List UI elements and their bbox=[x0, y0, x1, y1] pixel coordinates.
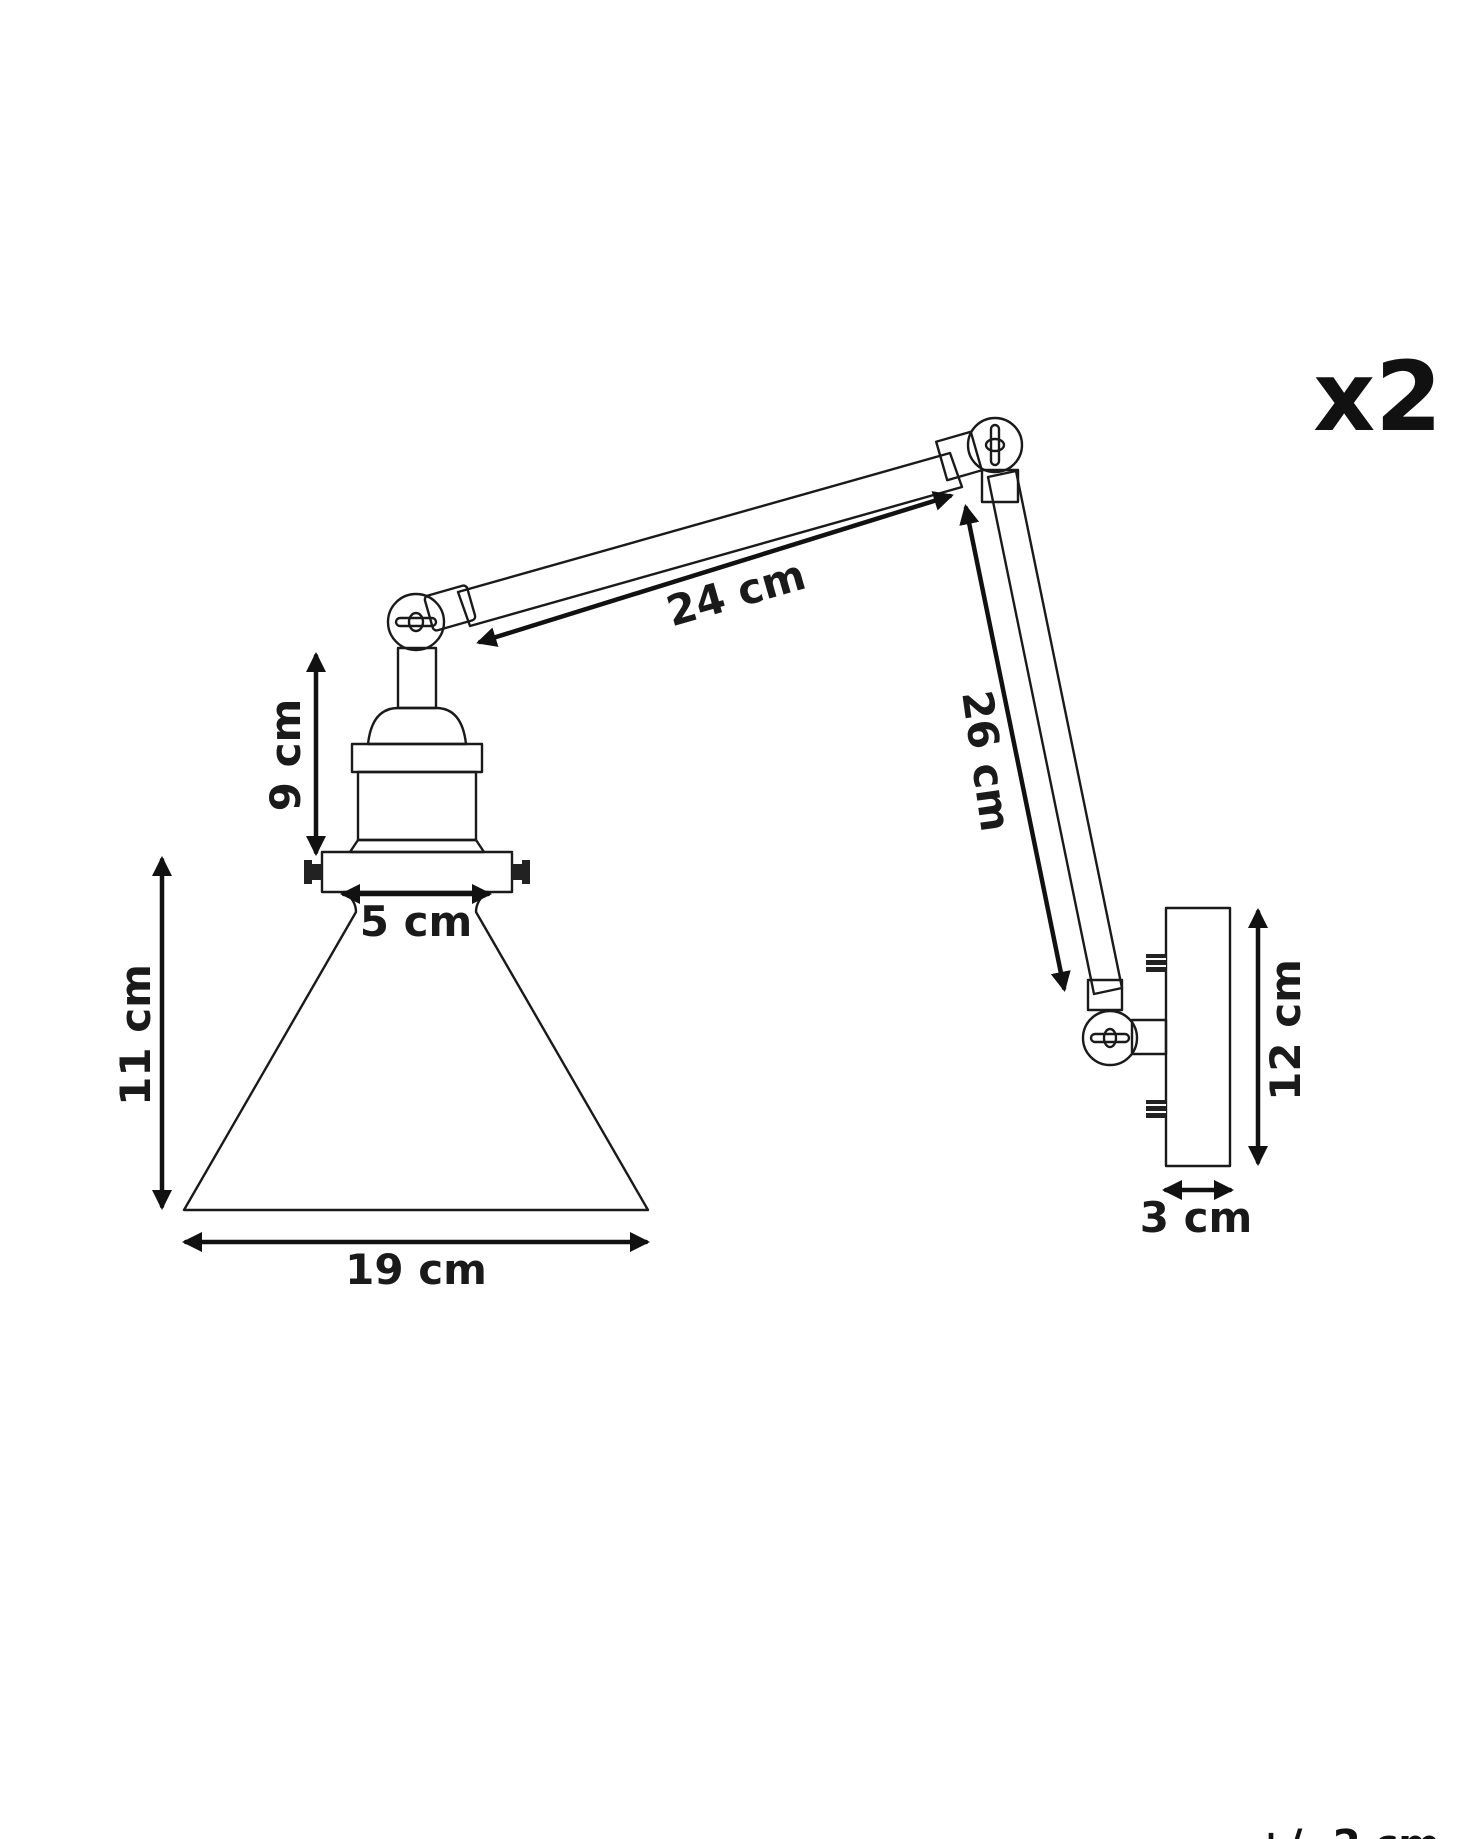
arm-upper-dimension-arrow bbox=[476, 491, 954, 647]
arm-lower-dimension-arrow bbox=[959, 504, 1071, 992]
plate-height-dimension-label: 12 cm bbox=[1261, 959, 1310, 1101]
elbow-joint bbox=[934, 416, 1024, 504]
shade-width-dimension-label: 19 cm bbox=[345, 1245, 487, 1294]
tolerance-footnote: +/- 2 cm bbox=[1254, 1822, 1440, 1839]
mounting-screw-top bbox=[1146, 954, 1166, 972]
plate-depth-dimension-label: 3 cm bbox=[1140, 1193, 1253, 1242]
set-screw-right bbox=[512, 860, 530, 884]
base-joint bbox=[1081, 978, 1139, 1067]
set-screw-left bbox=[304, 860, 322, 884]
head-joint bbox=[386, 584, 477, 652]
mounting-screw-bottom bbox=[1146, 1100, 1166, 1118]
wall-plate bbox=[1130, 906, 1232, 1168]
lower-arm bbox=[986, 469, 1124, 996]
quantity-label: x2 bbox=[1313, 341, 1442, 453]
neck-width-dimension-label: 5 cm bbox=[360, 897, 473, 946]
lamp-socket bbox=[304, 646, 530, 894]
shade-height-dimension-label: 11 cm bbox=[111, 964, 160, 1106]
socket-height-dimension-label: 9 cm bbox=[261, 699, 310, 812]
arm-lower-dimension-label: 26 cm bbox=[952, 687, 1020, 834]
